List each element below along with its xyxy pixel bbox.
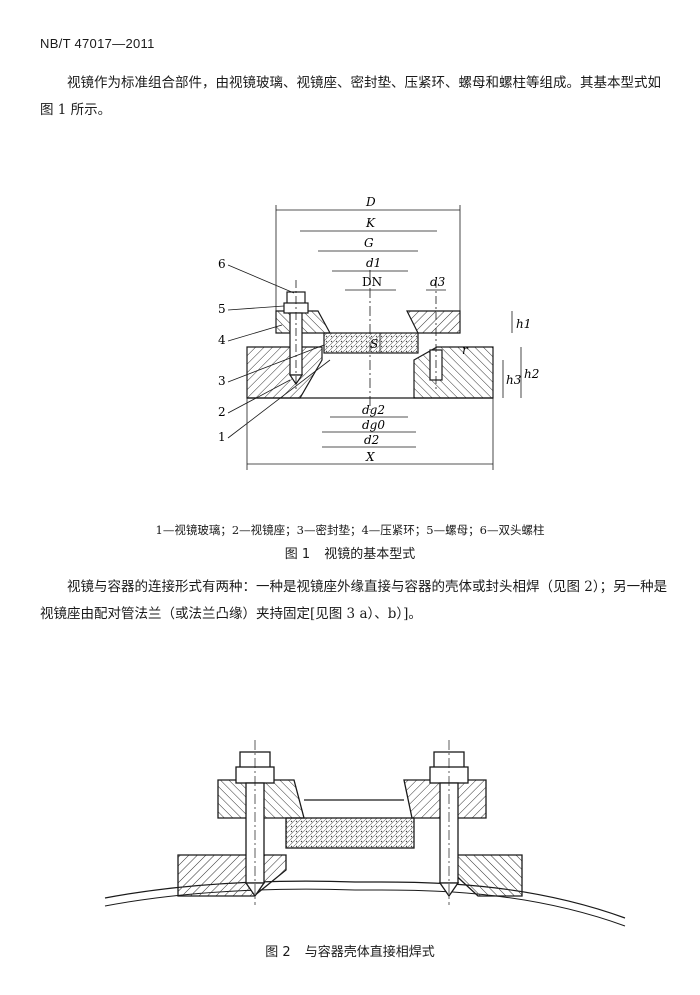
figure-2-caption: 图 2 与容器壳体直接相焊式	[0, 941, 700, 960]
fig2-glass	[285, 817, 415, 849]
figure-1-geometry	[246, 270, 494, 410]
dim-h3: h3	[506, 373, 522, 387]
dim-d2: d2	[364, 433, 379, 447]
dim-h1: h1	[516, 317, 531, 331]
dim-h2: h2	[524, 367, 539, 381]
dim-D: D	[365, 195, 376, 209]
sight-glass	[323, 332, 419, 354]
dim-X: X	[365, 450, 375, 464]
figure-2-caption-number: 图 2	[265, 945, 291, 960]
figure-1-caption-number: 图 1	[284, 547, 311, 562]
fig2-seat-right	[447, 854, 523, 897]
dim-DN: DN	[362, 275, 382, 289]
dim-dg0: dg0	[362, 418, 385, 432]
dim-d3: d3	[430, 275, 446, 289]
figure-1-leaders	[227, 264, 331, 439]
figure-1-legend: 1—视镜玻璃；2—视镜座；3—密封垫；4—压紧环；5—螺母；6—双头螺柱	[155, 523, 545, 537]
figure-1-caption: 图 1 视镜的基本型式	[0, 543, 700, 562]
part-number-5: 5	[218, 302, 226, 316]
dim-dg2: dg2	[362, 403, 385, 417]
dim-r: r	[462, 343, 469, 357]
part-number-2: 2	[218, 405, 226, 419]
dim-G: G	[364, 236, 374, 250]
dim-K: K	[365, 216, 376, 230]
part-number-6: 6	[218, 257, 226, 271]
standard-header: NB/T 47017—2011	[40, 36, 155, 51]
dim-S: S	[370, 337, 378, 351]
part-number-1: 1	[218, 430, 226, 444]
connection-paragraph: 视镜与容器的连接形式有两种：一种是视镜座外缘直接与容器的壳体或封头相焊（见图 2…	[40, 579, 668, 622]
part-number-3: 3	[218, 374, 226, 388]
dim-d1: d1	[366, 256, 381, 270]
figure-1-caption-text: 视镜的基本型式	[324, 547, 416, 562]
intro-paragraph: 视镜作为标准组合部件，由视镜玻璃、视镜座、密封垫、压紧环、螺母和螺柱等组成。其基…	[40, 75, 661, 118]
seat-left	[246, 346, 323, 399]
figure-2-caption-text: 与容器壳体直接相焊式	[304, 945, 435, 960]
part-number-4: 4	[218, 333, 226, 347]
figure-1-dimension-lines	[246, 205, 522, 470]
clamp-ring-right	[406, 310, 461, 334]
